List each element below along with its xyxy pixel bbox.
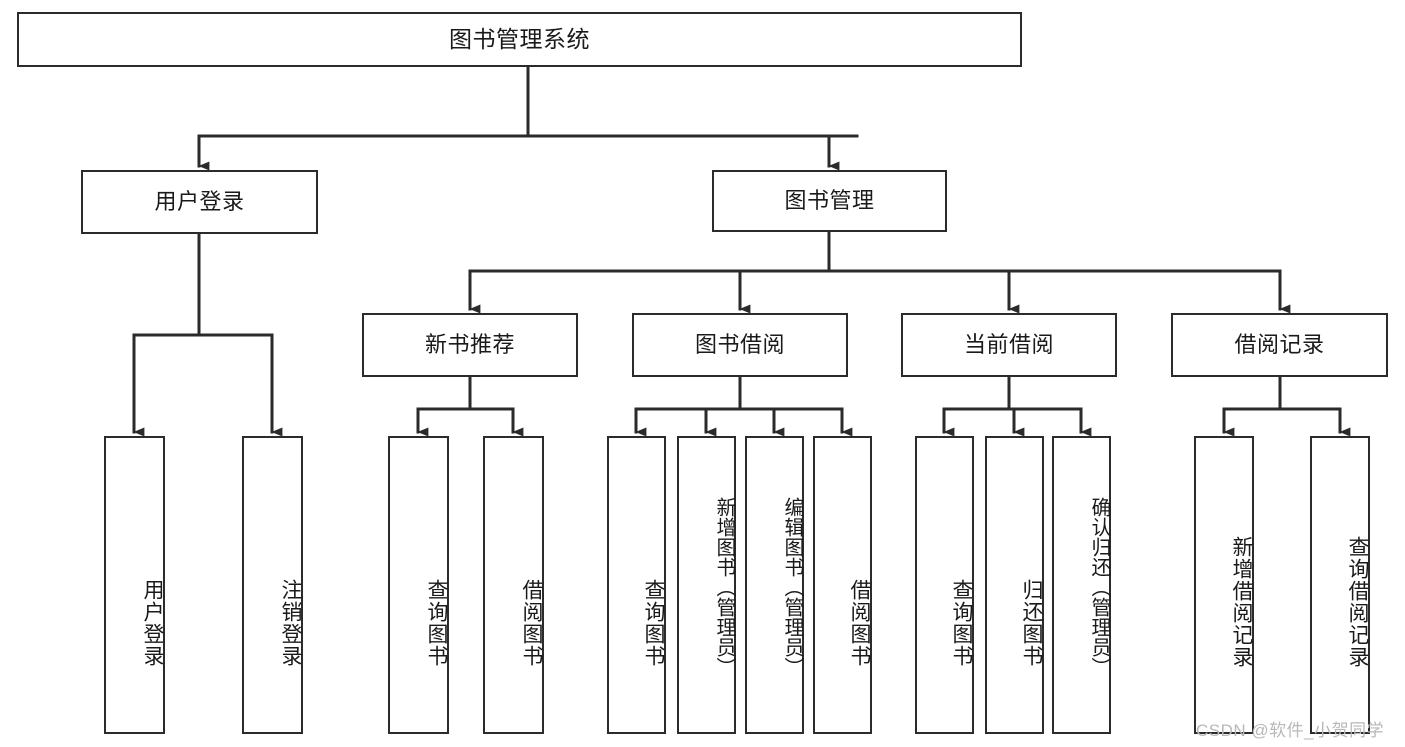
node-current-borrow[interactable]: 当前借阅 (901, 313, 1117, 377)
node-book-manage[interactable]: 图书管理 (712, 170, 947, 232)
node-leaf-query-book-3[interactable]: 查询图书 (915, 436, 974, 734)
node-root[interactable]: 图书管理系统 (17, 12, 1022, 67)
node-leaf-edit-book[interactable]: 编辑图书（管理员） (745, 436, 804, 734)
node-leaf-query-book-2[interactable]: 查询图书 (607, 436, 666, 734)
node-borrow-record[interactable]: 借阅记录 (1171, 313, 1388, 377)
node-leaf-user-login[interactable]: 用户登录 (104, 436, 165, 734)
node-leaf-add-record[interactable]: 新增借阅记录 (1194, 436, 1254, 734)
node-leaf-borrow-book-1[interactable]: 借阅图书 (483, 436, 544, 734)
node-leaf-user-logout[interactable]: 注销登录 (242, 436, 303, 734)
node-new-book-rec[interactable]: 新书推荐 (362, 313, 578, 377)
node-leaf-query-book-1[interactable]: 查询图书 (388, 436, 449, 734)
node-book-borrow[interactable]: 图书借阅 (632, 313, 848, 377)
node-user-login[interactable]: 用户登录 (81, 170, 318, 234)
node-leaf-add-book[interactable]: 新增图书（管理员） (677, 436, 736, 734)
node-leaf-confirm-return[interactable]: 确认归还（管理员） (1052, 436, 1111, 734)
node-leaf-return-book[interactable]: 归还图书 (985, 436, 1044, 734)
node-leaf-borrow-book-2[interactable]: 借阅图书 (813, 436, 872, 734)
node-leaf-query-record[interactable]: 查询借阅记录 (1310, 436, 1370, 734)
